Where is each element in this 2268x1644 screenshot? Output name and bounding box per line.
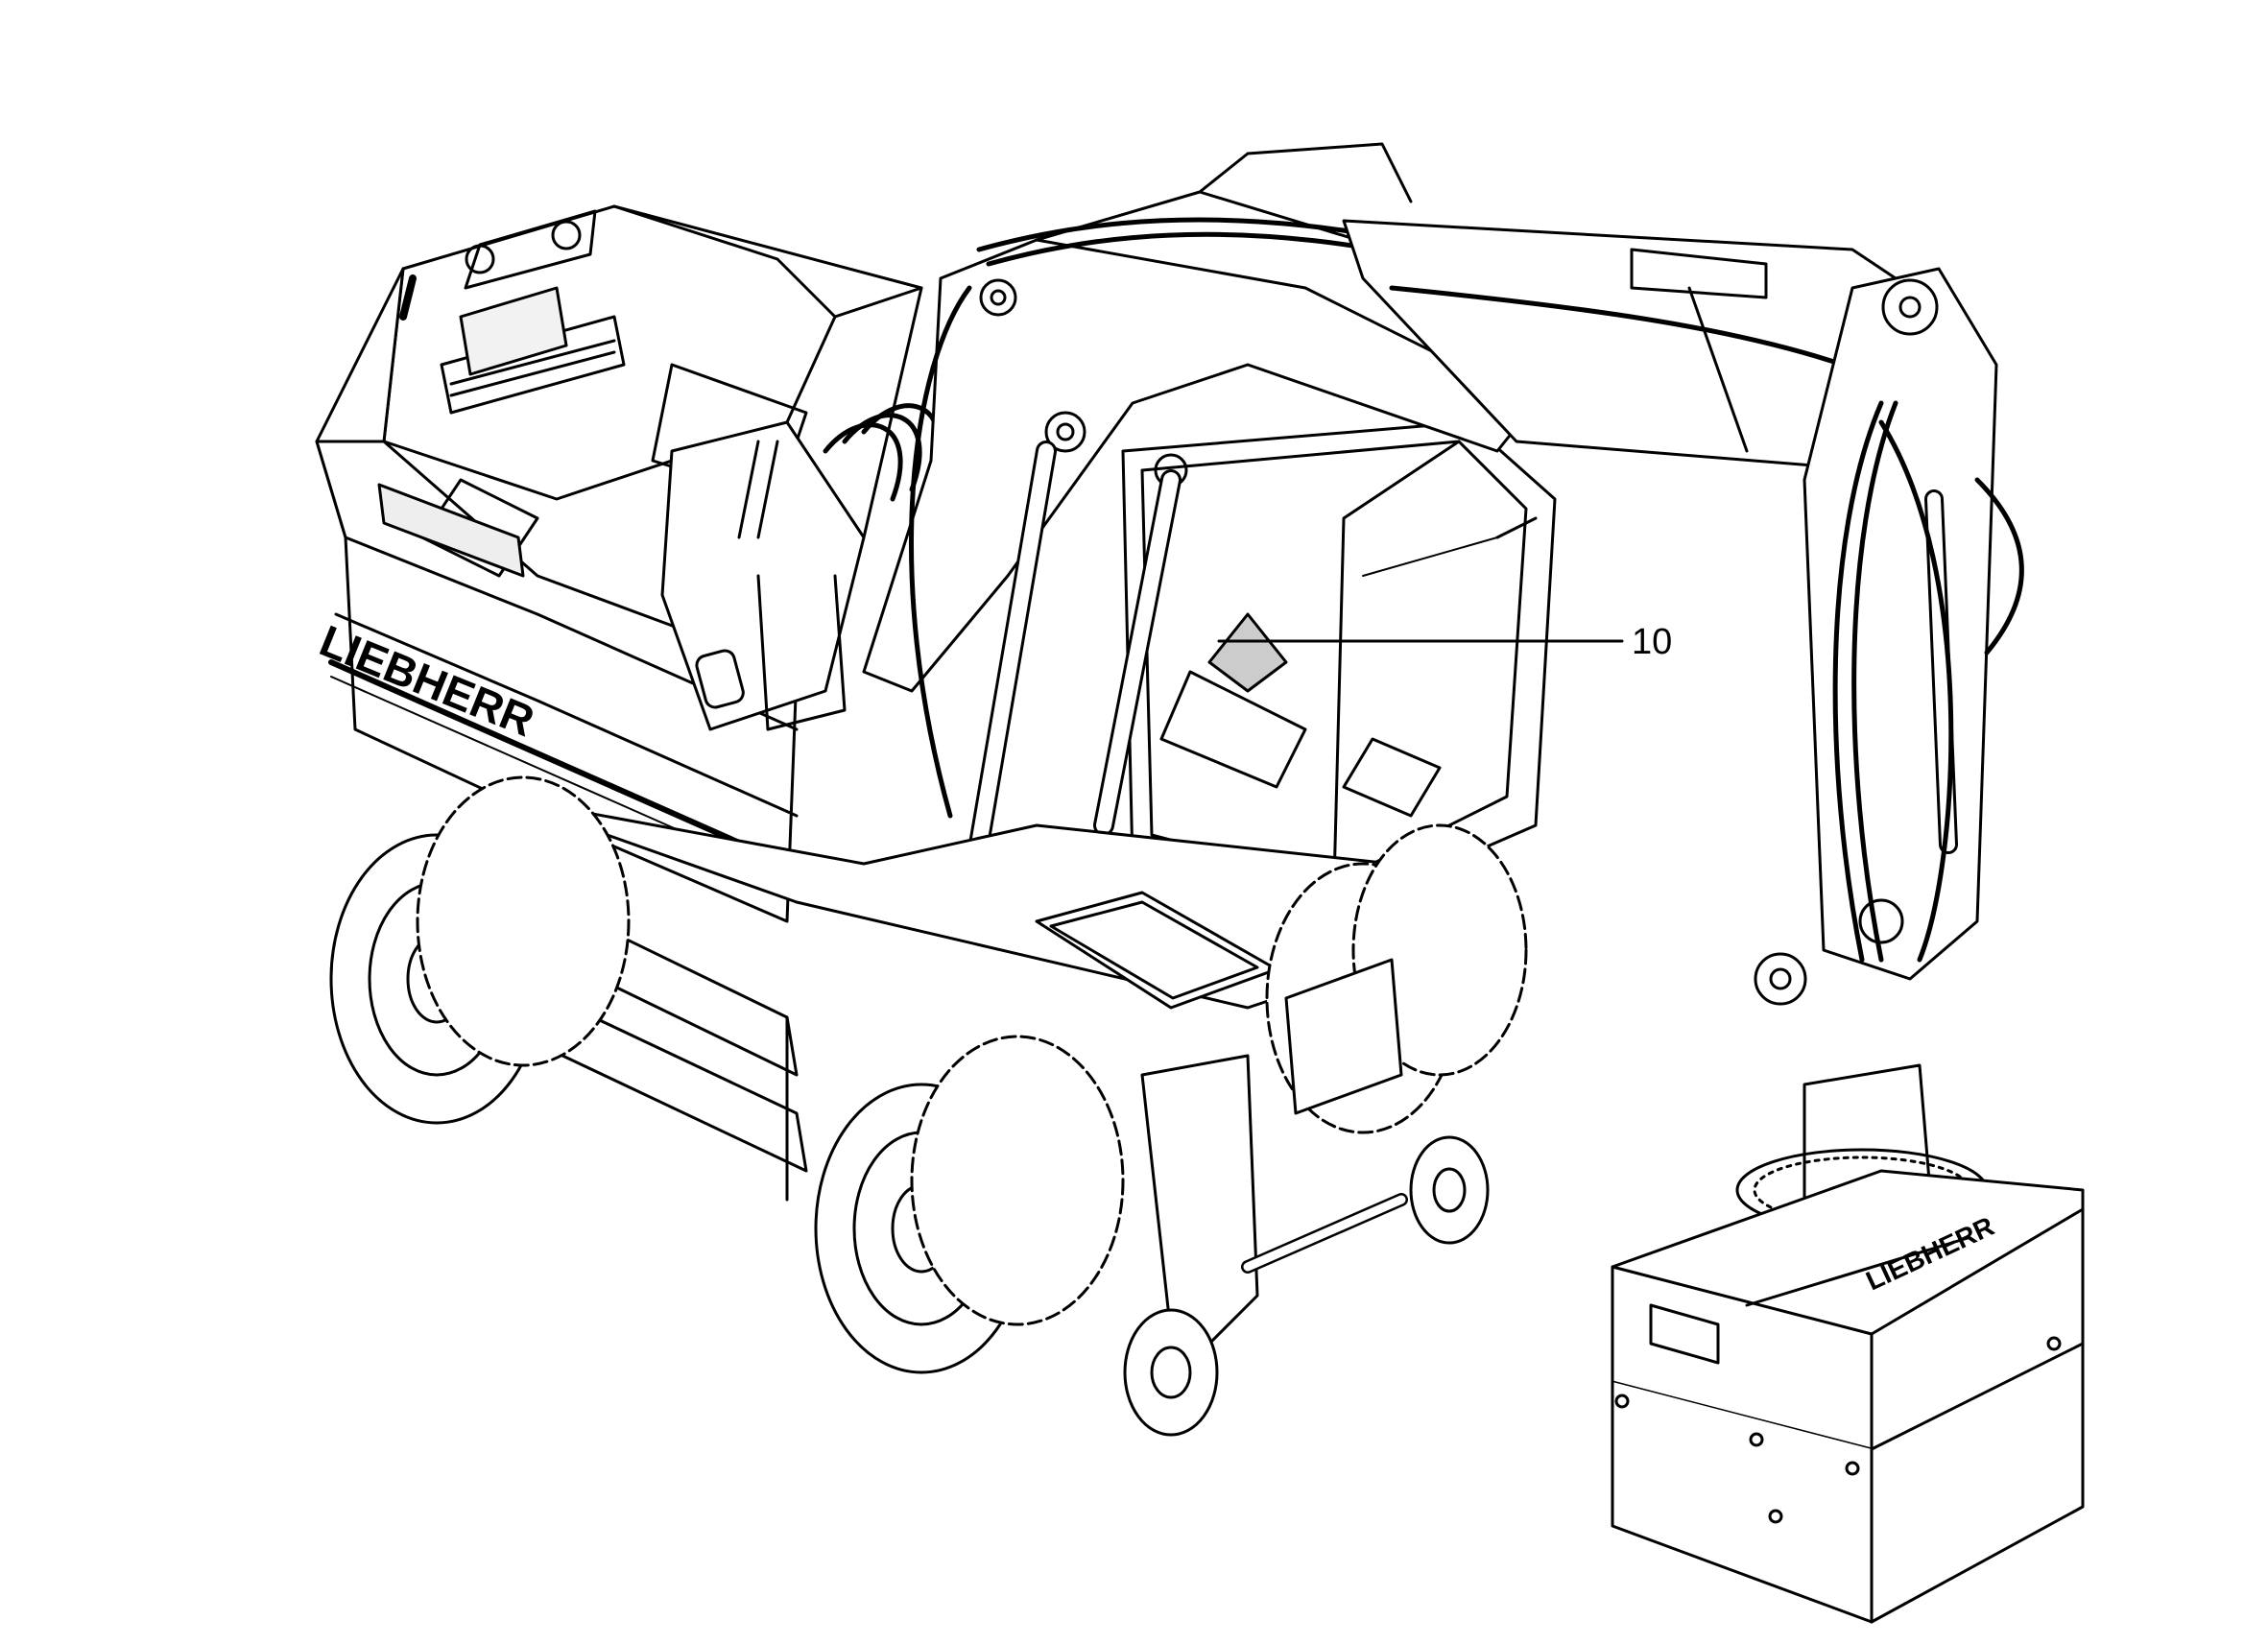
operator-cab: [1121, 420, 1557, 923]
dipper-arm: [1754, 267, 2024, 1202]
boom: [862, 142, 1831, 855]
attachment: [1611, 1148, 2085, 1624]
wheels: [329, 775, 1528, 1374]
callout-label-10: 10: [1632, 622, 1673, 662]
rear-body: [315, 204, 923, 923]
cab-joystick: [1207, 612, 1288, 693]
rail-guide-gear: [1123, 958, 1490, 1437]
